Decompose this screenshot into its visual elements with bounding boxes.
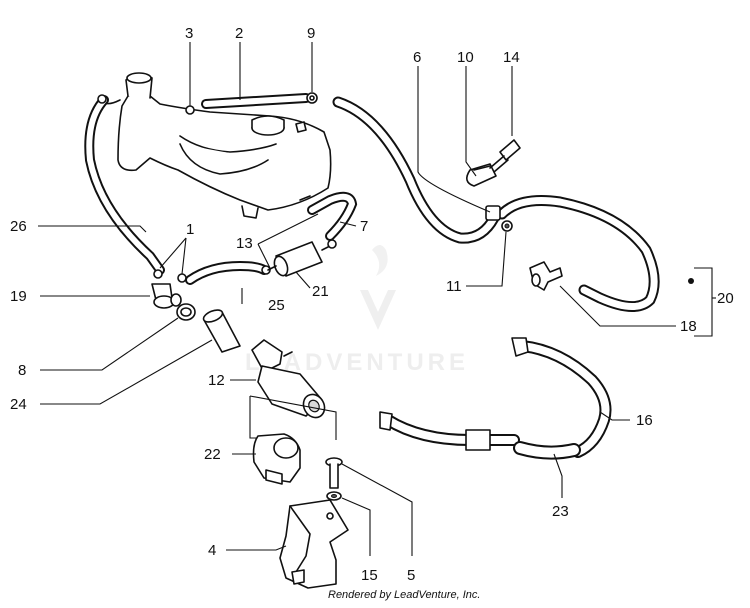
label-10: 10 [457, 49, 474, 66]
label-4: 4 [208, 542, 216, 559]
bullet-dot [688, 278, 694, 284]
hose-26 [84, 94, 165, 275]
label-19: 19 [10, 288, 27, 305]
hose-7 [307, 191, 358, 241]
leader-lines [38, 42, 716, 556]
elbow-18 [529, 261, 563, 291]
label-3: 3 [185, 25, 193, 42]
nut-11 [485, 205, 513, 232]
fuel-filter-21 [267, 239, 337, 277]
label-2: 2 [235, 25, 243, 42]
label-26: 26 [10, 218, 27, 235]
label-1: 1 [186, 221, 194, 238]
label-16: 16 [636, 412, 653, 429]
clamp-9 [306, 92, 318, 104]
part-labels: 3 2 9 6 10 14 26 1 13 7 19 25 21 11 20 1… [10, 25, 734, 584]
label-6: 6 [413, 49, 421, 66]
label-24: 24 [10, 396, 27, 413]
fuel-tank [103, 72, 332, 219]
hose-25 [185, 260, 271, 285]
label-18: 18 [680, 318, 697, 335]
label-22: 22 [204, 446, 221, 463]
label-15: 15 [361, 567, 378, 584]
fuel-pump-12 [251, 339, 326, 419]
washer-15 [326, 491, 342, 501]
hose-20 [496, 195, 660, 312]
label-5: 5 [407, 567, 415, 584]
clip-10 [466, 163, 497, 187]
label-21: 21 [312, 283, 329, 300]
clamp-3 [185, 105, 195, 115]
fitting-19 [151, 269, 187, 309]
label-11: 11 [446, 278, 462, 295]
bracket-4 [279, 499, 349, 589]
hose-6 [332, 96, 500, 244]
screw-5 [325, 457, 343, 489]
label-13: 13 [236, 235, 253, 252]
hose-2 [201, 93, 311, 109]
label-7: 7 [360, 218, 368, 235]
hose-16 [511, 337, 612, 458]
label-12: 12 [208, 372, 225, 389]
label-8: 8 [18, 362, 26, 379]
label-14: 14 [503, 49, 520, 66]
label-25: 25 [268, 297, 285, 314]
credit-text: Rendered by LeadVenture, Inc. [328, 589, 480, 601]
label-9: 9 [307, 25, 315, 42]
bolt-14 [489, 139, 521, 173]
clamp-8 [176, 303, 196, 321]
label-20: 20 [717, 290, 734, 307]
rubber-mount-22 [252, 433, 301, 485]
label-23: 23 [552, 503, 569, 520]
hose-23 [379, 411, 581, 460]
hose-24 [202, 309, 241, 353]
